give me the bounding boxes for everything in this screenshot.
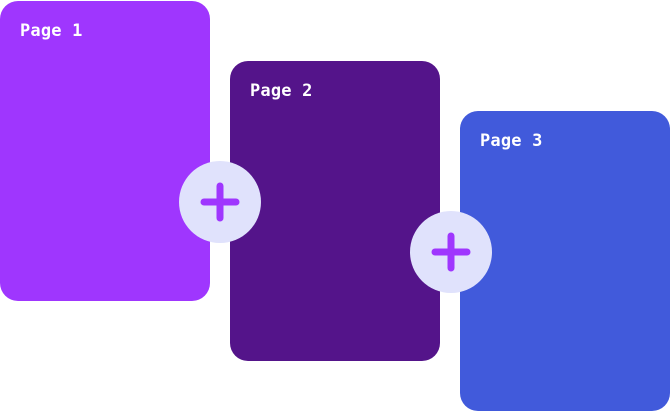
plus-icon xyxy=(431,232,471,272)
page-card-1[interactable]: Page 1 xyxy=(0,1,210,301)
add-page-button-2[interactable] xyxy=(410,211,492,293)
page-card-3-label: Page 3 xyxy=(480,131,543,151)
page-card-1-label: Page 1 xyxy=(20,21,83,41)
add-page-button-1[interactable] xyxy=(179,161,261,243)
page-card-3[interactable]: Page 3 xyxy=(460,111,670,411)
page-card-2[interactable]: Page 2 xyxy=(230,61,440,361)
plus-icon xyxy=(200,182,240,222)
page-card-2-label: Page 2 xyxy=(250,81,313,101)
